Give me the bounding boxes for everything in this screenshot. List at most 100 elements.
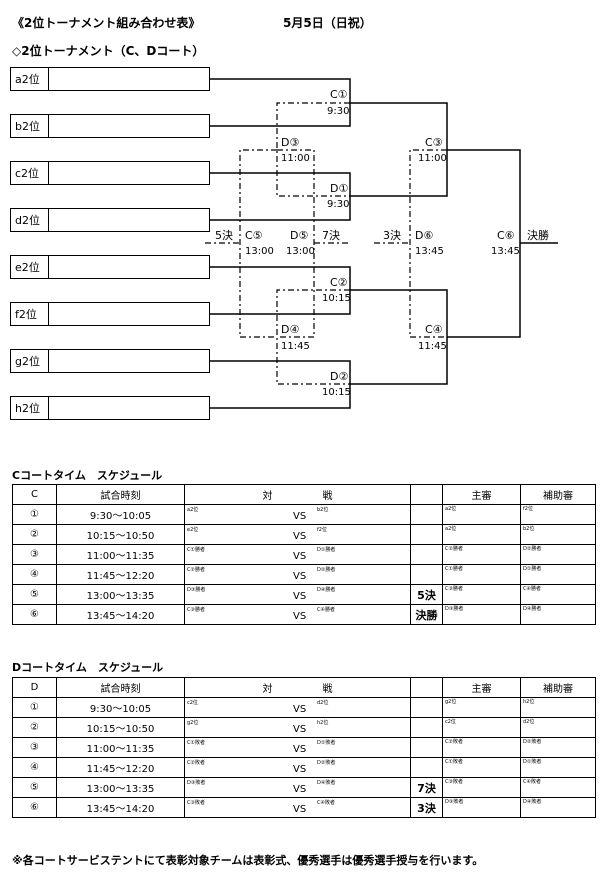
match-no: ① — [12, 504, 57, 525]
round-note — [410, 697, 443, 718]
team-left: C③勝者 — [187, 607, 205, 613]
match-time: 13:00～13:35 — [56, 777, 185, 798]
assistant-referee: C④敗者 — [520, 777, 596, 798]
referee: C①勝者 — [442, 564, 521, 585]
match-time: 11:00～11:35 — [56, 737, 185, 758]
seed-box: a2位 — [10, 67, 210, 91]
round-note — [410, 757, 443, 778]
team-right: D①勝者 — [317, 547, 336, 553]
match-time: 13:00～13:35 — [56, 584, 185, 605]
match-time: 10:15 — [322, 293, 351, 304]
round-label-7th: 7決 — [322, 229, 340, 242]
seed-label: d2位 — [11, 209, 49, 231]
seed-box: c2位 — [10, 161, 210, 185]
team-right: f2位 — [317, 527, 327, 533]
vs-label: VS — [293, 551, 307, 562]
vs-label: VS — [293, 744, 307, 755]
assistant-referee: h2位 — [520, 697, 596, 718]
round-note: 5決 — [410, 584, 443, 605]
round-note — [410, 524, 443, 545]
round-note — [410, 717, 443, 738]
vs-label: VS — [293, 704, 307, 715]
vs-label: VS — [293, 591, 307, 602]
col-header — [410, 484, 443, 505]
matchup: C③敗者 VS C④敗者 — [184, 797, 411, 818]
match-label: D② — [330, 370, 349, 383]
match-time: 11:45 — [418, 341, 447, 352]
assistant-referee: D④敗者 — [520, 797, 596, 818]
referee: a2位 — [442, 504, 521, 525]
referee: C③敗者 — [442, 777, 521, 798]
match-time: 13:00 — [245, 246, 274, 257]
col-header — [410, 677, 443, 698]
team-left: C①勝者 — [187, 547, 205, 553]
round-label-final: 決勝 — [527, 229, 549, 242]
footer-note: ※各コートサービステントにて表彰対象チームは表彰式、優秀選手は優秀選手授与を行い… — [12, 854, 484, 867]
seed-label: b2位 — [11, 115, 49, 137]
match-time: 13:45 — [415, 246, 444, 257]
vs-label: VS — [293, 511, 307, 522]
col-header: 補助審 — [520, 484, 596, 505]
team-left: e2位 — [187, 527, 199, 533]
vs-label: VS — [293, 804, 307, 815]
round-note: 決勝 — [410, 604, 443, 625]
vs-label: VS — [293, 611, 307, 622]
seed-label: e2位 — [11, 256, 49, 278]
match-label: C⑤ — [245, 229, 263, 242]
match-time: 9:30 — [327, 106, 350, 117]
assistant-referee: D①敗者 — [520, 757, 596, 778]
match-no: ④ — [12, 757, 57, 778]
referee: C②勝者 — [442, 544, 521, 565]
referee: a2位 — [442, 524, 521, 545]
team-right: d2位 — [317, 700, 329, 706]
assistant-referee: D①勝者 — [520, 564, 596, 585]
vs-label: VS — [293, 531, 307, 542]
referee: D③勝者 — [442, 604, 521, 625]
col-header: D — [12, 677, 57, 698]
match-time: 10:15～10:50 — [56, 524, 185, 545]
match-time: 9:30 — [327, 199, 350, 210]
team-left: C③敗者 — [187, 800, 205, 806]
match-time: 13:00 — [286, 246, 315, 257]
seed-box: h2位 — [10, 396, 210, 420]
team-right: D④勝者 — [317, 587, 336, 593]
referee: C②敗者 — [442, 737, 521, 758]
round-note — [410, 737, 443, 758]
event-date: 5月5日（日祝） — [283, 16, 372, 30]
col-header: 対 戦 — [184, 484, 411, 505]
assistant-referee: D②勝者 — [520, 544, 596, 565]
bracket-lines — [205, 78, 558, 409]
seed-box: d2位 — [10, 208, 210, 232]
vs-label: VS — [293, 784, 307, 795]
match-time: 9:30～10:05 — [56, 697, 185, 718]
team-left: C①敗者 — [187, 740, 205, 746]
assistant-referee: D②敗者 — [520, 737, 596, 758]
match-no: ② — [12, 717, 57, 738]
col-header: 主審 — [442, 677, 521, 698]
match-time: 11:45～12:20 — [56, 564, 185, 585]
match-time: 13:45～14:20 — [56, 797, 185, 818]
round-label-5th: 5決 — [215, 229, 233, 242]
matchup: D③勝者 VS D④勝者 — [184, 584, 411, 605]
bracket-subtitle: ◇2位トーナメント（C、Dコート） — [12, 44, 205, 58]
team-right: C④敗者 — [317, 800, 335, 806]
round-note — [410, 544, 443, 565]
vs-label: VS — [293, 724, 307, 735]
referee: c2位 — [442, 717, 521, 738]
team-left: D③勝者 — [187, 587, 206, 593]
referee: C①敗者 — [442, 757, 521, 778]
match-no: ① — [12, 697, 57, 718]
matchup: e2位 VS f2位 — [184, 524, 411, 545]
match-label: C④ — [425, 323, 443, 336]
assistant-referee: D④勝者 — [520, 604, 596, 625]
